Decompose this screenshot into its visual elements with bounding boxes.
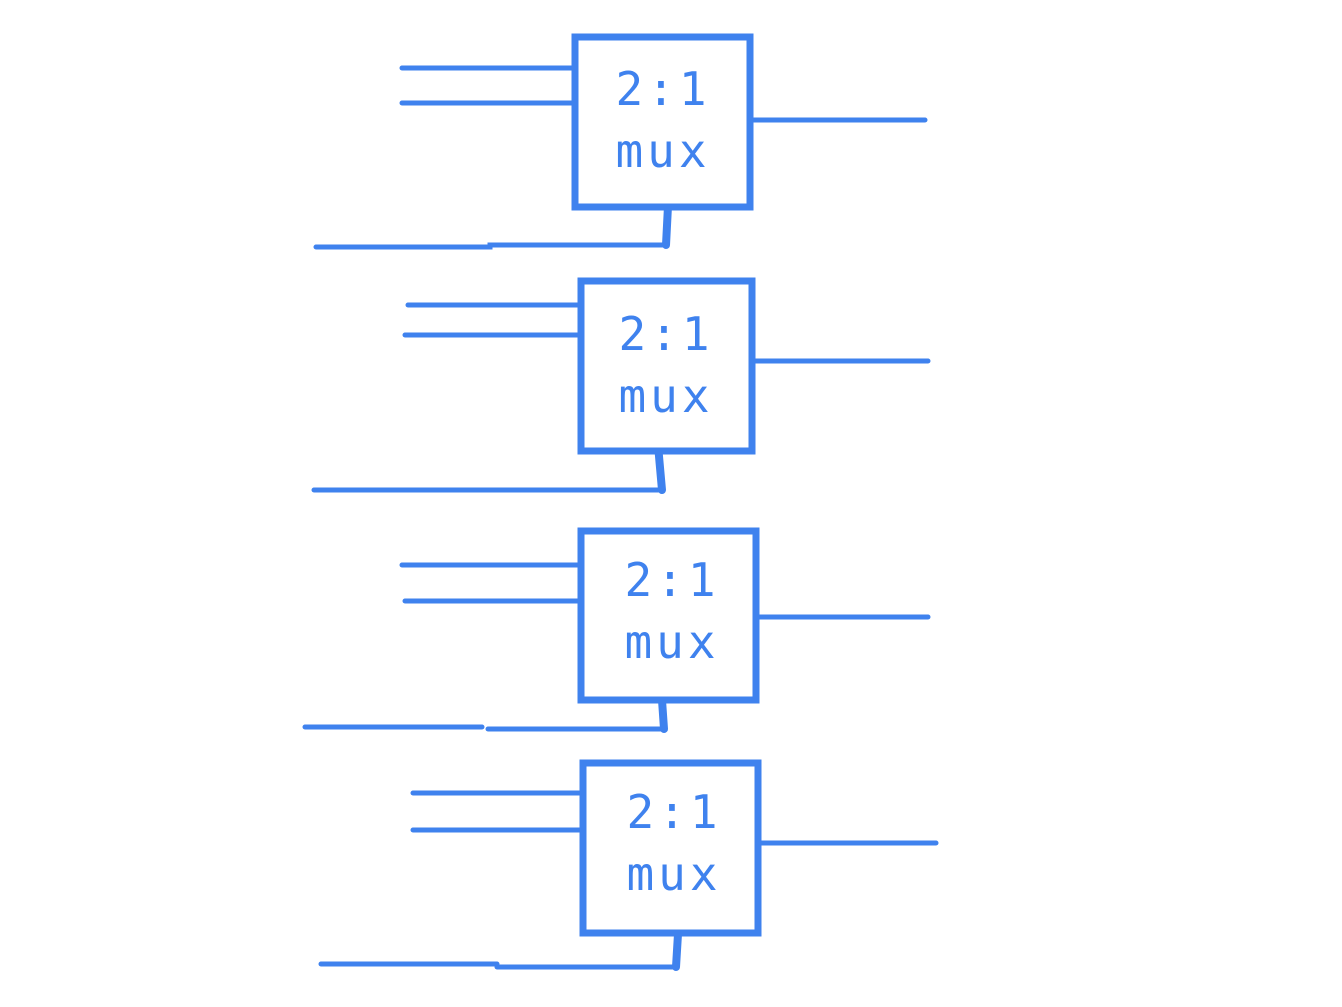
- mux-3-label-ratio: 2:1: [626, 785, 721, 839]
- mux-block-3: 2:1 mux: [318, 759, 939, 971]
- mux-3-box: [579, 759, 762, 937]
- mux-block-0: 2:1 mux: [313, 33, 928, 250]
- mux-0-select-stem: [662, 202, 672, 249]
- mux-0-select-wire: [313, 203, 671, 250]
- mux-2-label-ratio: 2:1: [624, 553, 719, 607]
- mux-2-label-name: mux: [624, 615, 719, 669]
- mux-0-box: [571, 33, 754, 211]
- mux-0-label-name: mux: [615, 124, 710, 178]
- mux-0-label-ratio: 2:1: [615, 62, 710, 116]
- mux-1-box: [577, 277, 756, 455]
- mux-1-label-name: mux: [618, 369, 713, 423]
- mux-3-select-stem: [672, 930, 682, 971]
- mux-block-1: 2:1 mux: [311, 277, 931, 494]
- mux-2-select-stem: [658, 696, 668, 733]
- mux-block-2: 2:1 mux: [302, 527, 931, 733]
- mux-3-label-name: mux: [626, 847, 721, 901]
- mux-2-box: [577, 527, 760, 704]
- mux-1-label-ratio: 2:1: [618, 307, 713, 361]
